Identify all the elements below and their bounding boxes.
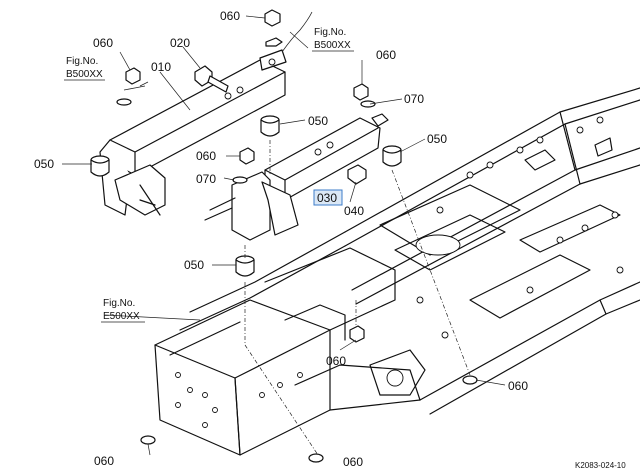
fig-ref-top-left-line2: B500XX xyxy=(66,69,103,80)
label-030[interactable]: 030 xyxy=(317,191,337,205)
leader-lines xyxy=(62,15,506,461)
mount-050-right xyxy=(382,145,471,376)
fig-ref-lower-left-line2: E500XX xyxy=(103,311,140,322)
label-060-bottom[interactable]: 060 xyxy=(343,455,363,469)
label-020[interactable]: 020 xyxy=(170,36,190,50)
label-060-frame[interactable]: 060 xyxy=(326,354,346,368)
label-060-left[interactable]: 060 xyxy=(93,36,113,50)
nut-060-br xyxy=(462,375,478,385)
nut-060-bottom xyxy=(308,453,324,463)
mount-050-lower xyxy=(235,245,319,456)
label-070-right[interactable]: 070 xyxy=(404,92,424,106)
bolt-020 xyxy=(194,65,229,93)
nut-060-frame xyxy=(349,300,365,343)
label-050-lower[interactable]: 050 xyxy=(184,258,204,272)
label-050-right[interactable]: 050 xyxy=(427,132,447,146)
nut-060-left xyxy=(116,67,141,106)
fig-ref-top-right-line1: Fig.No. xyxy=(314,27,346,38)
fig-ref-lower-left-line1: Fig.No. xyxy=(103,298,135,309)
fig-ref-top-right-line2: B500XX xyxy=(314,40,351,51)
nut-060-bl xyxy=(140,435,156,445)
fig-ref-top-left[interactable]: Fig.No. B500XX xyxy=(64,56,105,81)
label-070-center[interactable]: 070 xyxy=(196,172,216,186)
fig-ref-top-left-line1: Fig.No. xyxy=(66,56,98,67)
fig-ref-top-right[interactable]: Fig.No. B500XX xyxy=(312,27,354,52)
label-060-right[interactable]: 060 xyxy=(376,48,396,62)
fig-ref-lower-left[interactable]: Fig.No. E500XX xyxy=(101,298,145,323)
nut-060-right xyxy=(353,83,389,127)
label-010[interactable]: 010 xyxy=(151,60,171,74)
label-050-left[interactable]: 050 xyxy=(34,157,54,171)
label-060-top[interactable]: 060 xyxy=(220,9,240,23)
label-060-br[interactable]: 060 xyxy=(508,379,528,393)
bracket-010 xyxy=(99,49,287,216)
nut-060-top xyxy=(264,9,283,47)
label-060-center[interactable]: 060 xyxy=(196,149,216,163)
drawing-code: K2083-024-10 xyxy=(575,461,626,470)
label-030-highlight xyxy=(313,189,343,206)
hose-top xyxy=(281,11,313,53)
hose-left xyxy=(123,85,146,91)
chassis-frame xyxy=(154,87,640,456)
part-labels: 060 020 060 010 060 070 050 050 050 060 … xyxy=(34,9,528,469)
mount-050-left xyxy=(90,155,110,177)
label-050-mid[interactable]: 050 xyxy=(308,114,328,128)
label-060-bl[interactable]: 060 xyxy=(94,454,114,468)
mount-050-mid xyxy=(260,115,280,175)
bracket-030 xyxy=(204,117,381,241)
bolt-040 xyxy=(347,164,367,185)
label-040[interactable]: 040 xyxy=(344,204,364,218)
